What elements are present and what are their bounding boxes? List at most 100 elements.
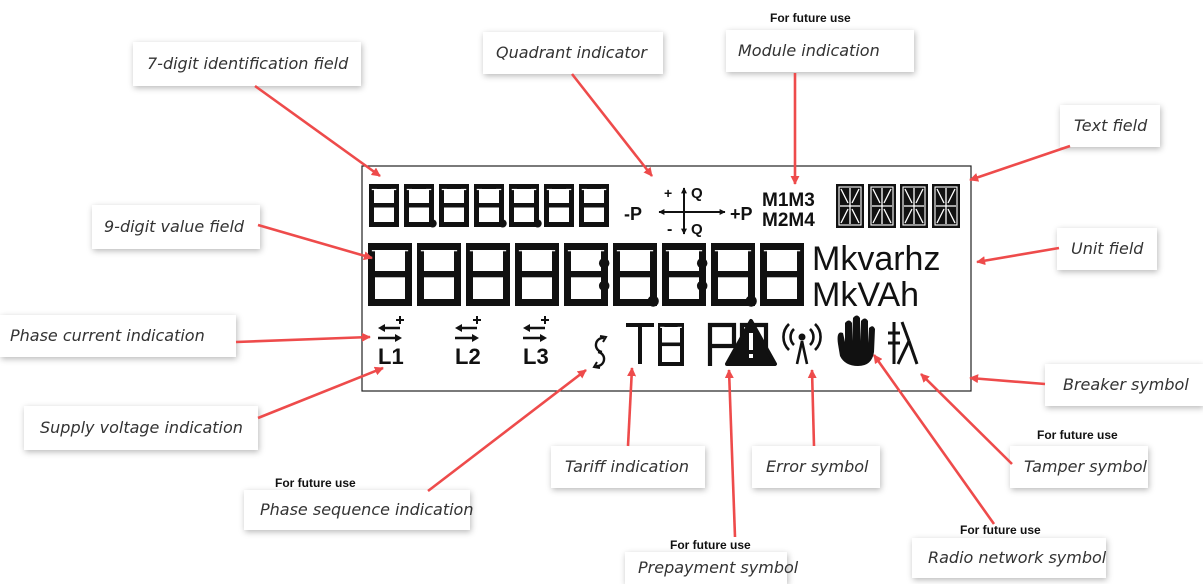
- label-box-phase-current: [0, 315, 236, 357]
- arrow-radio: [872, 354, 996, 525]
- label-radio-future: For future use: [960, 523, 1041, 537]
- unit-field-top: Mkvarhz: [812, 240, 940, 278]
- label-phase-seq-future: For future use: [275, 476, 356, 490]
- id-dot: [498, 219, 507, 228]
- id-dot: [428, 219, 437, 228]
- phase-indication-l3: L3: [523, 316, 549, 369]
- label-box-module: [726, 30, 914, 72]
- text-char-0: [836, 184, 864, 228]
- warning-icon: [725, 319, 777, 366]
- label-box-tariff: [551, 446, 705, 488]
- id-digit-0: [369, 184, 399, 227]
- arrow-text-field: [969, 144, 1071, 182]
- phase-sequence-icon: [592, 335, 608, 369]
- breaker-icon: [888, 321, 919, 365]
- quadrant-q-top: Q: [691, 185, 703, 202]
- module-indication-bottom: M2M4: [762, 210, 815, 231]
- label-box-error: [752, 446, 880, 488]
- quadrant-indicator: -P +P + - Q Q: [624, 185, 753, 238]
- text-char-2: [900, 184, 928, 228]
- phase-indication-l1: L1: [378, 316, 404, 369]
- arrow-value-field: [257, 223, 373, 261]
- label-box-tamper: [1010, 446, 1148, 488]
- text-char-3: [932, 184, 960, 228]
- label-radio: Radio network symbol: [928, 548, 1107, 567]
- value-colon-dot: [598, 257, 610, 269]
- label-supply-voltage: Supply voltage indication: [40, 418, 243, 437]
- id-digit-1: [404, 184, 434, 227]
- label-box-text-field: [1060, 105, 1160, 147]
- label-id-field: 7-digit identification field: [147, 54, 349, 73]
- value-digit-1: [417, 243, 461, 306]
- label-box-id-field: [133, 42, 361, 86]
- label-prepay: Prepayment symbol: [638, 558, 799, 577]
- label-box-radio: [912, 538, 1106, 578]
- label-value-field: 9-digit value field: [104, 217, 245, 236]
- label-tamper-future: For future use: [1037, 428, 1118, 442]
- value-colon-dot: [696, 257, 708, 269]
- tariff-digits: [626, 323, 684, 366]
- id-dot: [533, 219, 542, 228]
- quadrant-plus-p: +P: [730, 204, 753, 224]
- id-digit-3: [474, 184, 504, 227]
- label-text-field: Text field: [1074, 116, 1148, 135]
- phase-indications: L1 L2 L3: [378, 316, 549, 369]
- label-error: Error symbol: [766, 457, 869, 476]
- value-colon-dot: [598, 280, 610, 292]
- label-quadrant: Quadrant indicator: [496, 43, 648, 62]
- arrow-id-field: [254, 84, 381, 178]
- label-tariff: Tariff indication: [565, 457, 689, 476]
- value-digit-5: [613, 243, 657, 306]
- arrow-tariff: [626, 367, 637, 447]
- value-digit-2: [466, 243, 510, 306]
- label-box-breaker: [1045, 364, 1203, 406]
- phase-label-l1: L1: [378, 344, 404, 369]
- id-digit-6: [579, 184, 609, 227]
- value-colon-dot: [696, 280, 708, 292]
- label-tamper: Tamper symbol: [1024, 457, 1147, 476]
- label-box-unit-field: [1057, 228, 1157, 270]
- label-box-value-field: [92, 205, 260, 249]
- label-phase-current: Phase current indication: [10, 326, 205, 345]
- value-digit-6: [662, 243, 706, 306]
- value-digit-3: [515, 243, 559, 306]
- label-box-phase-seq: [244, 490, 470, 530]
- quadrant-q-bottom: Q: [691, 221, 703, 238]
- hand-icon: [837, 315, 875, 366]
- arrow-unit-field: [976, 246, 1060, 266]
- quadrant-plus-q-sign: +: [664, 185, 672, 201]
- value-digit-0: [368, 243, 412, 306]
- arrow-quadrant: [570, 73, 654, 177]
- phase-label-l2: L2: [455, 344, 481, 369]
- label-box-quadrant: [483, 32, 663, 74]
- prepayment-digit-0: [707, 322, 737, 366]
- phase-indication-l2: L2: [455, 316, 481, 369]
- value-digit-4: [564, 243, 608, 306]
- arrow-error: [807, 369, 817, 447]
- module-indication-top: M1M3: [762, 190, 815, 211]
- label-unit-field: Unit field: [1071, 239, 1144, 258]
- label-box-prepay: [625, 552, 787, 584]
- value-digit-7: [711, 243, 755, 306]
- arrow-phase-current: [235, 332, 371, 344]
- tariff-digit-t: [626, 323, 654, 364]
- value-dot: [745, 295, 757, 307]
- id-digit-2: [439, 184, 469, 227]
- arrow-tamper: [920, 373, 1013, 465]
- tariff-digit-8: [658, 323, 684, 366]
- quadrant-minus-p: -P: [624, 204, 642, 224]
- unit-field-bottom: MkVAh: [812, 276, 919, 314]
- arrow-prepay: [724, 369, 737, 538]
- id-digit-5: [544, 184, 574, 227]
- quadrant-minus-q-sign: -: [667, 221, 672, 238]
- arrow-phase-seq: [427, 368, 587, 493]
- radio-icon: [782, 323, 822, 365]
- text-field-segments: [836, 184, 960, 228]
- phase-label-l3: L3: [523, 344, 549, 369]
- value-dot: [647, 295, 659, 307]
- id-digit-4: [509, 184, 539, 227]
- text-char-1: [868, 184, 896, 228]
- callout-arrows: [235, 73, 1071, 538]
